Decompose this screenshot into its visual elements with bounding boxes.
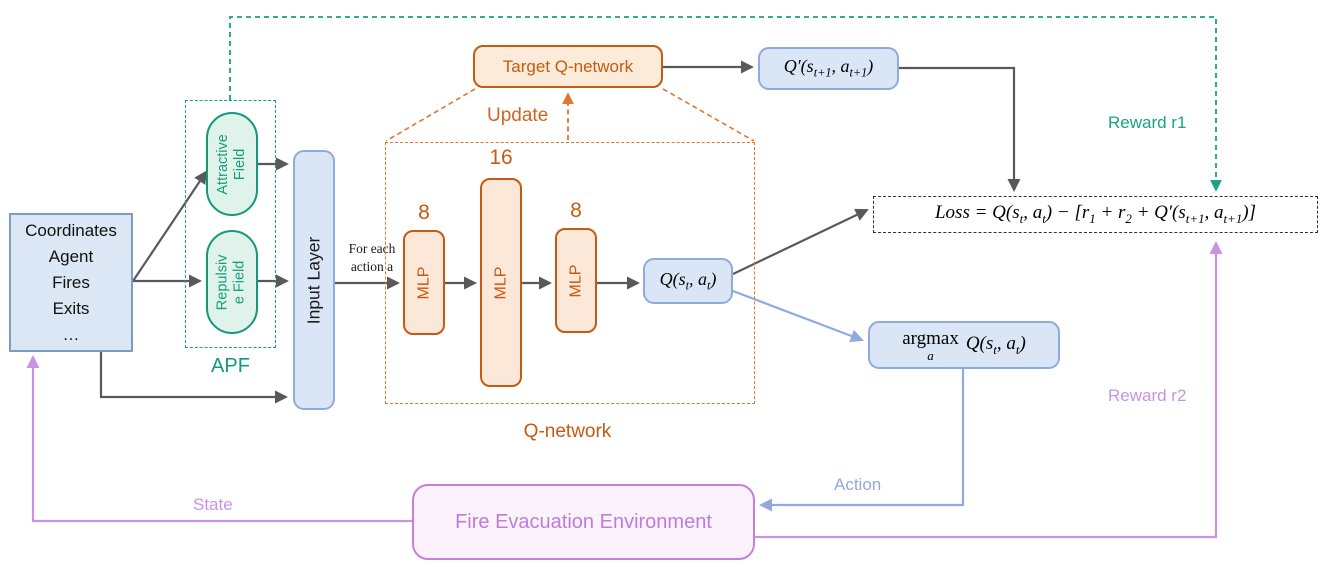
mlp1-size-label: 8 <box>418 201 430 224</box>
action-label: Action <box>834 475 882 494</box>
state-label: State <box>193 495 233 514</box>
q-prime-node: Q′(st+1, at+1) <box>758 47 899 90</box>
state-line-exits: Exits <box>52 298 90 318</box>
attractive-field-node: Attractive Field <box>206 112 258 216</box>
state-line-coordinates: Coordinates <box>25 220 117 240</box>
q-value-formula: Q(st, at) <box>659 268 717 293</box>
input-layer-label: Input Layer <box>303 236 324 324</box>
mlp2-size-label: 16 <box>489 146 513 169</box>
attractive-field-label: Attractive Field <box>214 133 248 195</box>
mlp3-node: MLP <box>555 228 597 333</box>
arrow-reward-r2 <box>755 241 1223 539</box>
state-line-ellipsis: … <box>62 324 80 344</box>
mlp3-label: MLP <box>567 264 584 297</box>
apf-label: APF <box>211 355 250 377</box>
for-each-action-label: For each action a <box>348 241 396 274</box>
loss-node: Loss = Q(st, at) − [r1 + r2 + Q′(st+1, a… <box>873 196 1318 233</box>
target-q-network-label: Target Q-network <box>502 56 634 76</box>
argmax-operator: argmax a <box>902 327 959 363</box>
arrow-action-to-environment <box>759 369 965 512</box>
state-line-agent: Agent <box>48 246 94 266</box>
mlp2-label: MLP <box>492 266 509 299</box>
environment-label: Fire Evacuation Environment <box>455 510 712 533</box>
argmax-node: argmax a Q(st, at) <box>868 321 1060 369</box>
arrow-qvalue-to-loss <box>732 208 869 275</box>
arrow-state-direct-to-input <box>99 352 288 404</box>
update-label: Update <box>487 105 549 126</box>
projection-line-right <box>662 88 755 142</box>
mlp1-label: MLP <box>415 266 432 299</box>
mlp1-node: MLP <box>403 230 445 335</box>
arrow-state-feedback <box>26 355 412 523</box>
state-line-fires: Fires <box>52 272 90 292</box>
arrow-qprime-to-loss <box>899 66 1021 192</box>
environment-node: Fire Evacuation Environment <box>412 484 755 560</box>
q-value-node: Q(st, at) <box>643 258 733 304</box>
q-prime-formula: Q′(st+1, at+1) <box>783 56 874 80</box>
q-network-group-box <box>385 142 755 404</box>
input-layer-node: Input Layer <box>293 150 335 410</box>
target-q-network-node: Target Q-network <box>473 45 663 88</box>
mlp3-size-label: 8 <box>570 199 582 222</box>
arrow-reward-r1 <box>229 16 1222 192</box>
repulsive-field-node: Repulsiv e Field <box>206 230 258 334</box>
mlp2-node: MLP <box>480 178 522 387</box>
loss-formula: Loss = Q(st, at) − [r1 + r2 + Q′(st+1, a… <box>934 202 1257 226</box>
apf-group-box <box>185 100 276 348</box>
reward-r1-label: Reward r1 <box>1108 113 1187 132</box>
reward-r2-label: Reward r2 <box>1108 386 1187 405</box>
q-network-label: Q-network <box>523 421 612 442</box>
state-input-box: Coordinates Agent Fires Exits … <box>9 213 133 352</box>
arrow-state-to-attractive <box>132 170 208 282</box>
argmax-formula: Q(st, at) <box>965 332 1026 357</box>
repulsive-field-label: Repulsiv e Field <box>214 254 249 310</box>
projection-line-left <box>385 88 476 142</box>
